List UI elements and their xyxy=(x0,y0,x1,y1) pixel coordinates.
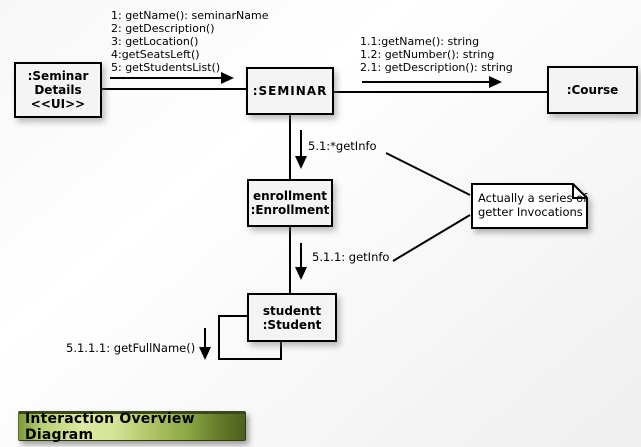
object-name: Details xyxy=(34,83,82,97)
note-shape-icon xyxy=(471,183,588,229)
arrowhead-down-icon xyxy=(199,347,211,360)
note-text: Actually a series of getter Invocations xyxy=(478,191,587,219)
object-instance: studentt xyxy=(262,303,322,318)
message-arrow-enrollment-to-student xyxy=(300,243,302,269)
message-line: 1.1:getName(): string xyxy=(360,35,480,48)
message-line: 1.2: getNumber(): string xyxy=(360,48,495,61)
link-seminar-to-course xyxy=(332,91,548,93)
message-line: 4:getSeatsLeft() xyxy=(111,48,200,61)
message-arrow-details-to-seminar xyxy=(110,77,222,79)
message-label-getinfo: 5.1.1: getInfo xyxy=(312,250,390,264)
object-student: studentt :Student xyxy=(247,293,337,342)
diagram-title: Interaction Overview Diagram xyxy=(25,411,195,443)
leader-line-getinfo1 xyxy=(385,152,471,196)
diagram-title-bar: Interaction Overview Diagram xyxy=(18,411,246,443)
object-name: :Course xyxy=(566,83,619,97)
leader-line-getinfo2 xyxy=(392,214,471,262)
message-arrow-seminar-to-course xyxy=(362,81,490,83)
object-seminar: :SEMINAR xyxy=(246,67,334,115)
message-line: 3: getLocation() xyxy=(111,35,199,48)
message-label-getinfo-star: 5.1:*getInfo xyxy=(308,139,377,153)
object-instance: enrollment xyxy=(253,189,327,203)
link-details-to-seminar xyxy=(100,88,246,90)
message-arrow-seminar-to-enrollment xyxy=(300,130,302,157)
object-seminar-details: :Seminar Details <<UI>> xyxy=(14,62,102,118)
arrowhead-right-icon xyxy=(489,76,502,88)
message-line: 1: getName(): seminarName xyxy=(111,9,269,22)
note-getter-invocations: Actually a series of getter Invocations xyxy=(471,183,588,229)
message-line: 2: getDescription() xyxy=(111,22,215,35)
message-line: 2.1: getDescription(): string xyxy=(360,61,513,74)
link-seminar-to-enrollment xyxy=(289,113,291,180)
arrowhead-down-icon xyxy=(295,267,307,280)
object-name: :SEMINAR xyxy=(252,84,328,98)
message-line: 5: getStudentsList() xyxy=(111,61,221,74)
message-arrow-student-self xyxy=(204,328,206,349)
message-list-seminar-to-course: 1.1:getName(): string 1.2: getNumber(): … xyxy=(360,35,513,74)
arrowhead-down-icon xyxy=(295,156,307,169)
note-line: Actually a series of xyxy=(478,191,588,205)
object-class: :Student xyxy=(262,317,322,332)
object-name: :Seminar xyxy=(27,69,89,83)
object-enrollment: enrollment :Enrollment xyxy=(247,179,333,227)
note-line: getter Invocations xyxy=(478,205,583,219)
message-label-getfullname: 5.1.1.1: getFullName() xyxy=(66,341,196,355)
object-stereotype: <<UI>> xyxy=(30,97,86,111)
link-enrollment-to-student xyxy=(289,225,291,295)
message-list-details-to-seminar: 1: getName(): seminarName 2: getDescript… xyxy=(111,9,268,74)
arrowhead-right-icon xyxy=(221,72,234,84)
object-course: :Course xyxy=(547,66,638,114)
object-class: :Enrollment xyxy=(250,203,330,217)
